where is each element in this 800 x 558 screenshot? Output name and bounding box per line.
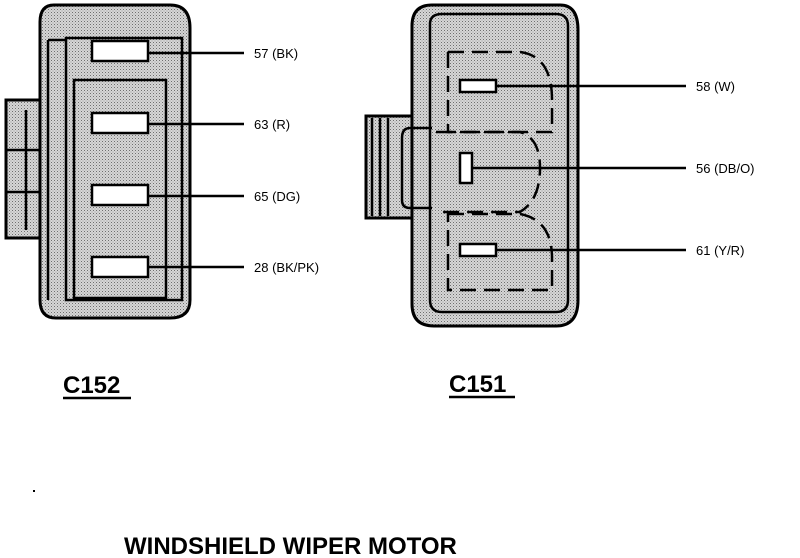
c152-pin-label-3: 65 (DG) — [254, 189, 300, 204]
connector-c151: 58 (W) 56 (DB/O) 61 (Y/R) — [364, 3, 755, 328]
c152-pin-2 — [90, 111, 150, 135]
c152-pin-4 — [90, 255, 150, 279]
c151-pin-3 — [458, 242, 498, 258]
c151-pin-label-1: 58 (W) — [696, 79, 735, 94]
stray-mark — [33, 490, 35, 492]
c151-pin-label-3: 61 (Y/R) — [696, 243, 744, 258]
c152-pin-label-2: 63 (R) — [254, 117, 290, 132]
c151-pin-label-2: 56 (DB/O) — [696, 161, 755, 176]
c152-pin-label-4: 28 (BK/PK) — [254, 260, 319, 275]
c152-body — [38, 3, 192, 320]
c152-pin-label-1: 57 (BK) — [254, 46, 298, 61]
c151-pin-1 — [458, 78, 498, 94]
c152-latch — [4, 98, 44, 240]
connector-label-c151: C151 — [449, 371, 506, 398]
connector-c152: 57 (BK) 63 (R) 65 (DG) 28 (BK/PK) — [4, 3, 319, 320]
c151-pin-2 — [458, 151, 474, 185]
c152-pin-3 — [90, 183, 150, 207]
diagram-title: WINDSHIELD WIPER MOTOR — [124, 533, 457, 558]
c152-pin-1 — [90, 39, 150, 63]
connector-label-c152: C152 — [63, 372, 120, 399]
